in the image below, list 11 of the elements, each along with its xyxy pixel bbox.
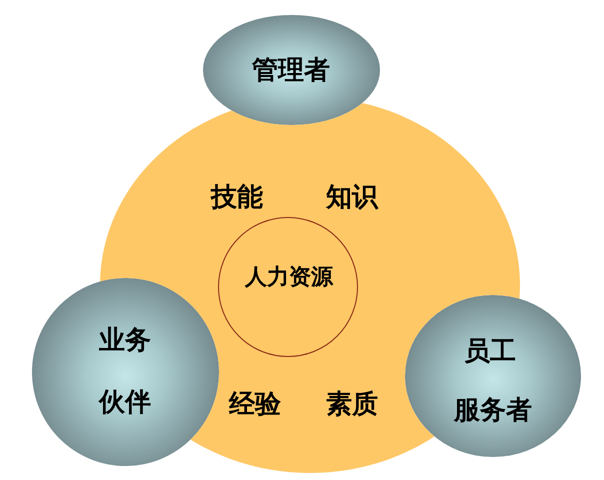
role-label: 管理者 (252, 56, 330, 86)
core-circle (218, 217, 358, 357)
role-label: 员工 (464, 338, 516, 366)
core-label: 人力资源 (245, 266, 333, 290)
role-label: 服务者 (454, 396, 532, 426)
competency-label: 经验 (229, 390, 281, 420)
competency-label: 素质 (326, 390, 378, 420)
role-label: 伙伴 (99, 388, 151, 418)
competency-label: 技能 (211, 184, 263, 212)
competency-label: 知识 (326, 184, 378, 212)
role-label: 业务 (99, 326, 151, 356)
